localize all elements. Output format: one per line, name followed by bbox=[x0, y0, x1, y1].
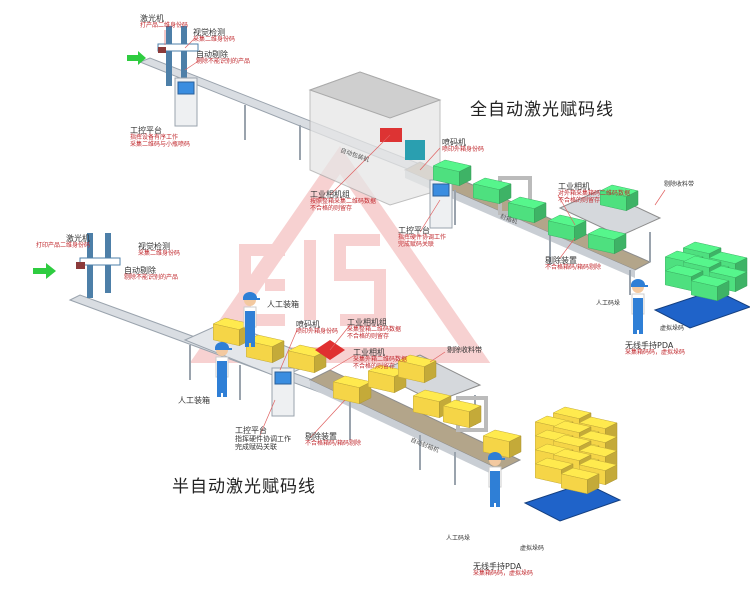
ipc-cabinet-lower bbox=[271, 367, 295, 417]
pallet-carton bbox=[690, 274, 730, 302]
label-upper-reject-belt: 剔除收料带 bbox=[664, 181, 695, 188]
yellow-carton bbox=[482, 429, 522, 459]
label-upper-palletize: 人工码垛 bbox=[596, 300, 621, 307]
entry-arrow-upper bbox=[127, 51, 146, 65]
label-lower-palletize: 人工码垛 bbox=[446, 535, 471, 542]
label-upper-virtual-pallet: 虚拟垛码 bbox=[660, 325, 685, 332]
ipc-cabinet-upper-1 bbox=[174, 77, 198, 127]
camera-group-box bbox=[380, 128, 402, 142]
label-lower-reject-belt: 剔除收料带 bbox=[447, 346, 482, 354]
label-lower-inkjet: 喷码机喷印外箱身份码 bbox=[296, 320, 339, 336]
label-upper-ipc2: 工控平台指挥硬件协调工作完成赋码关联 bbox=[398, 226, 447, 249]
worker-packing-1 bbox=[243, 292, 260, 347]
cap-icon bbox=[488, 452, 505, 460]
green-carton bbox=[507, 196, 547, 224]
label-upper-camera: 工业相机对外箱采集箱码二维码数据不合格的则留存 bbox=[558, 182, 631, 205]
worker-packing-2 bbox=[215, 342, 232, 397]
label-lower-vision: 视觉检测采集二维身份码 bbox=[138, 242, 181, 258]
pallet-green-stack bbox=[653, 241, 750, 329]
title-full-auto: 全自动激光赋码线 bbox=[470, 100, 614, 120]
yellow-carton bbox=[332, 375, 372, 405]
label-upper-ipc1: 工控平台指挥设备有序工作采集二维码与小瓶喷码 bbox=[130, 126, 191, 149]
yellow-carton bbox=[397, 354, 437, 384]
green-carton bbox=[547, 214, 587, 242]
label-packing-1: 人工装箱 bbox=[267, 300, 299, 309]
green-carton bbox=[587, 227, 627, 255]
watermark-logo bbox=[189, 145, 491, 363]
packaging-machine-enclosure bbox=[308, 71, 442, 206]
label-upper-camera-group: 工业相机组按照整箱采集二维码数据不合格的则留存 bbox=[310, 190, 377, 213]
laser-gantry-lower bbox=[76, 233, 121, 298]
ipc-cabinet-upper-2 bbox=[429, 179, 453, 229]
green-carton bbox=[599, 184, 639, 212]
label-upper-vision: 视觉检测采集二维身份码 bbox=[193, 28, 236, 44]
label-lower-virtual-pallet: 虚拟垛码 bbox=[520, 545, 545, 552]
label-lower-auto-reject: 自动剔除剔除不能识别的产品 bbox=[124, 266, 179, 282]
label-upper-laser: 激光机打产品二维身份码 bbox=[140, 14, 189, 30]
cap-icon bbox=[243, 292, 260, 300]
entry-arrow-lower bbox=[33, 263, 56, 279]
green-carton bbox=[432, 159, 472, 187]
worker-palletize-upper bbox=[631, 279, 648, 334]
worker-palletize-lower bbox=[488, 452, 505, 507]
label-upper-auto-reject: 自动剔除剔除不能识别的产品 bbox=[196, 50, 251, 66]
laser-gantry-upper bbox=[157, 26, 199, 86]
yellow-carton bbox=[442, 399, 482, 429]
label-lower-ipc: 工控平台指挥硬件协调工作完成赋码关联 bbox=[235, 426, 291, 452]
title-semi-auto: 半自动激光赋码线 bbox=[172, 477, 316, 497]
label-lower-camera: 工业相机采集外箱二维码数据不合格的则留存 bbox=[353, 348, 408, 371]
pallet-yellow-stack bbox=[523, 406, 622, 522]
label-upper-inkjet: 喷码机喷印外箱身份码 bbox=[442, 138, 485, 154]
pallet-carton bbox=[560, 467, 600, 495]
leader-lines bbox=[164, 30, 666, 439]
label-packing-2: 人工装箱 bbox=[178, 396, 210, 405]
label-lower-laser: 激光机打印产品二维身份码 bbox=[36, 234, 91, 250]
cap-icon bbox=[215, 342, 232, 350]
cap-icon bbox=[631, 279, 648, 287]
green-carton bbox=[472, 177, 512, 205]
label-lower-reject-device: 剔除装置不合格箱码/箱码剔除 bbox=[305, 432, 362, 448]
label-upper-reject-device: 剔除装置不合格箱码/箱码剔除 bbox=[545, 256, 602, 272]
label-lower-camera-group: 工业相机组采集整箱二维码数据不合格的则留存 bbox=[347, 318, 402, 341]
